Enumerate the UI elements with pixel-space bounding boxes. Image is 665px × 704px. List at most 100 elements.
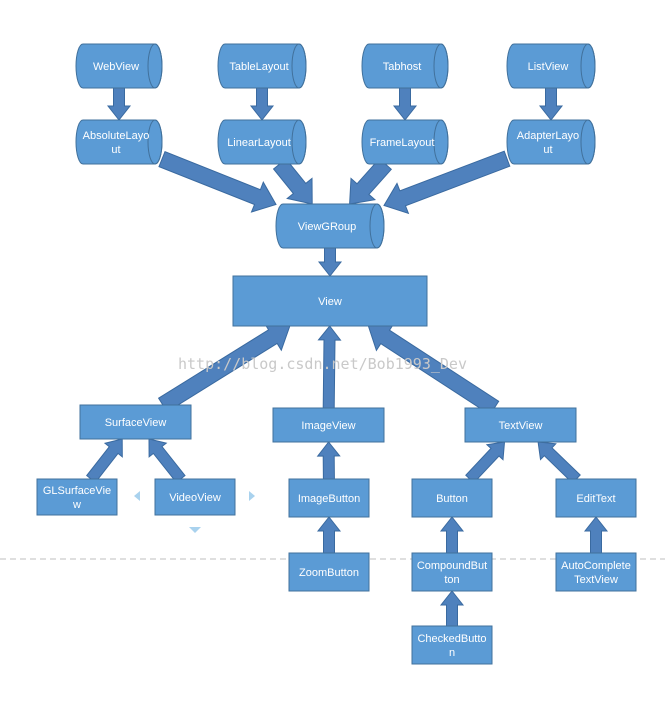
node-label: w — [72, 499, 81, 511]
node-listview: ListView — [506, 43, 596, 89]
node-label: ut — [543, 144, 552, 156]
node-shape — [555, 552, 637, 592]
arrow-tablelayout-to-linearlayout — [249, 87, 275, 121]
node-zoombutton: ZoomButton — [288, 552, 370, 592]
node-shape-cap — [291, 43, 307, 89]
arrow-tabhost-to-framelayout — [392, 87, 418, 121]
node-label: SurfaceView — [105, 417, 167, 429]
node-imagebutton: ImageButton — [288, 478, 370, 518]
node-label: TableLayout — [229, 61, 288, 73]
arrow-imageview-to-view — [317, 325, 342, 409]
node-absolutelayout: AbsoluteLayo ut — [75, 119, 163, 165]
arrow-linearlayout-to-viewgroup — [272, 158, 313, 205]
arrow-checkedbutton-to-compoundbutton — [439, 590, 465, 627]
node-viewgroup: ViewGRoup — [275, 203, 385, 249]
node-shape — [154, 478, 236, 516]
node-shape-cap — [433, 43, 449, 89]
node-adapterlayout: AdapterLayo ut — [506, 119, 596, 165]
node-label: Tabhost — [383, 61, 422, 73]
watermark-text: http://blog.csdn.net/Bob1993_Dev — [178, 355, 467, 373]
node-tablelayout: TableLayout — [217, 43, 307, 89]
selection-handle-right-icon[interactable] — [249, 491, 255, 501]
node-shape — [79, 404, 192, 440]
overlay-layer: http://blog.csdn.net/Bob1993_Dev — [134, 355, 467, 533]
arrow-adapterlayout-to-viewgroup — [383, 150, 511, 215]
node-label: FrameLayout — [370, 137, 435, 149]
node-webview: WebView — [75, 43, 163, 89]
node-shape-cap — [580, 119, 596, 165]
node-shape-cap — [369, 203, 385, 249]
node-layer: WebView TableLayout Tabhost ListViewAbsolut… — [36, 43, 637, 665]
node-shape — [288, 552, 370, 592]
node-shape-cap — [291, 119, 307, 165]
node-shape — [411, 625, 493, 665]
node-shape — [232, 275, 428, 327]
node-imageview: ImageView — [272, 407, 385, 443]
node-videoview: VideoView — [154, 478, 236, 516]
node-shape — [75, 119, 163, 165]
node-shape — [411, 552, 493, 592]
node-shape — [506, 119, 596, 165]
arrow-viewgroup-to-view — [317, 247, 343, 277]
node-shape-cap — [433, 119, 449, 165]
node-label: ListView — [528, 61, 569, 73]
node-label: ImageView — [301, 420, 355, 432]
node-surfaceview: SurfaceView — [79, 404, 192, 440]
arrow-zoombutton-to-imagebutton — [316, 516, 342, 554]
node-shape — [464, 407, 577, 443]
node-label: AutoComplete — [561, 560, 631, 572]
node-label: WebView — [93, 61, 139, 73]
arrow-webview-to-absolutelayout — [106, 87, 132, 121]
selection-handle-left-icon[interactable] — [134, 491, 140, 501]
node-shape-cap — [147, 43, 163, 89]
node-framelayout: FrameLayout — [361, 119, 449, 165]
node-label: ut — [111, 144, 120, 156]
selection-handle-bottom-icon[interactable] — [189, 527, 201, 533]
node-tabhost: Tabhost — [361, 43, 449, 89]
node-label: View — [318, 296, 342, 308]
node-compoundbutton: CompoundBut ton — [411, 552, 493, 592]
node-shape — [288, 478, 370, 518]
node-view: View — [232, 275, 428, 327]
node-button: Button — [411, 478, 493, 518]
arrow-listview-to-adapterlayout — [538, 87, 564, 121]
node-label: ImageButton — [298, 493, 360, 505]
arrow-autocompletetextview-to-edittext — [583, 516, 609, 554]
node-label: GLSurfaceVie — [43, 485, 111, 497]
edge-layer — [0, 87, 665, 627]
node-shape-cap — [580, 43, 596, 89]
arrow-absolutelayout-to-viewgroup — [158, 151, 277, 213]
node-shape — [272, 407, 385, 443]
node-label: CheckedButto — [417, 633, 486, 645]
arrow-compoundbutton-to-button — [439, 516, 465, 554]
arrow-imagebutton-to-imageview — [316, 441, 341, 480]
node-label: LinearLayout — [227, 137, 291, 149]
node-shape-cap — [147, 119, 163, 165]
node-checkedbutton: CheckedButto n — [411, 625, 493, 665]
arrow-edittext-to-textview — [537, 441, 581, 484]
node-label: ZoomButton — [299, 567, 359, 579]
node-label: EditText — [576, 493, 615, 505]
node-label: CompoundBut — [417, 560, 487, 572]
node-label: AdapterLayo — [517, 130, 579, 142]
node-label: ton — [444, 574, 459, 586]
node-label: AbsoluteLayo — [83, 130, 150, 142]
node-textview: TextView — [464, 407, 577, 443]
node-edittext: EditText — [555, 478, 637, 518]
node-glsurfaceview: GLSurfaceVie w — [36, 478, 118, 516]
node-label: TextView — [499, 420, 543, 432]
node-label: TextView — [574, 574, 618, 586]
arrow-button-to-textview — [465, 441, 506, 484]
node-linearlayout: LinearLayout — [217, 119, 307, 165]
node-shape — [36, 478, 118, 516]
node-label: ViewGRoup — [298, 221, 357, 233]
arrow-textview-to-view — [367, 322, 500, 416]
node-shape — [411, 478, 493, 518]
arrow-framelayout-to-viewgroup — [349, 157, 393, 205]
arrow-glsurfaceview-to-surfaceview — [85, 438, 123, 484]
arrow-videoview-to-surfaceview — [148, 438, 186, 484]
node-label: Button — [436, 493, 468, 505]
node-label: n — [449, 647, 455, 659]
node-shape — [555, 478, 637, 518]
